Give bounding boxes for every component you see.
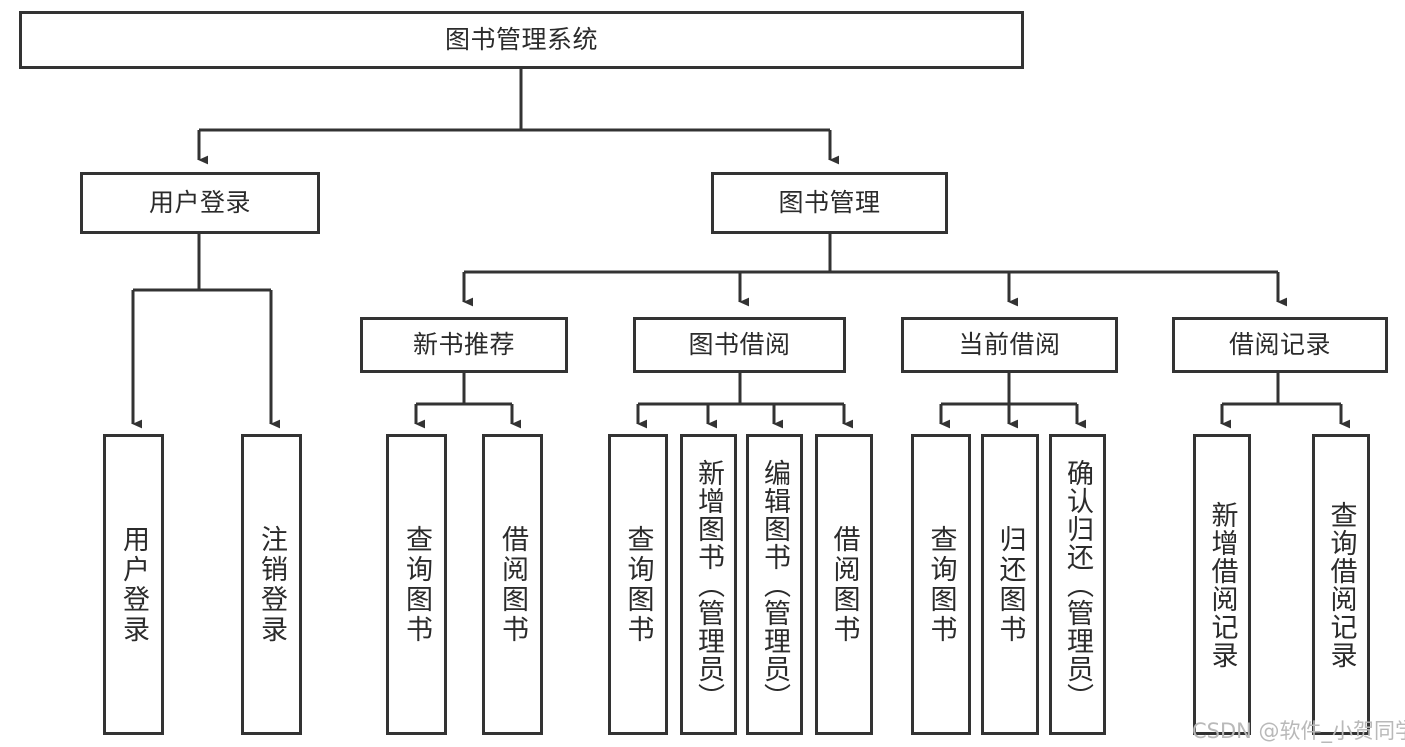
node-label: 当前借阅	[958, 330, 1061, 360]
node-label: 图书管理	[778, 188, 881, 218]
node-label: 查询借阅记录	[1325, 500, 1357, 669]
node-label: 编辑图书（管理员）	[759, 458, 790, 711]
leaf-borrow-borrow-books[interactable]: 借阅图书	[815, 434, 873, 735]
node-label: 借阅记录	[1228, 330, 1331, 360]
node-new-book-recommendation[interactable]: 新书推荐	[360, 317, 568, 373]
csdn-watermark: CSDN @软件_小贺同学	[1192, 719, 1405, 743]
leaf-borrow-edit-book-admin[interactable]: 编辑图书（管理员）	[746, 434, 803, 735]
leaf-records-query-record[interactable]: 查询借阅记录	[1312, 434, 1370, 735]
node-label: 查询图书	[925, 524, 957, 645]
node-label: 图书借阅	[688, 330, 791, 360]
node-label: 新增借阅记录	[1206, 500, 1238, 669]
leaf-user-login[interactable]: 用户登录	[103, 434, 164, 735]
leaf-new-book-query-books[interactable]: 查询图书	[386, 434, 447, 735]
node-label: 注销登录	[256, 524, 287, 645]
node-label: 用户登录	[148, 188, 251, 218]
leaf-logout[interactable]: 注销登录	[241, 434, 302, 735]
node-label: 用户登录	[118, 524, 149, 645]
leaf-new-book-borrow-books[interactable]: 借阅图书	[482, 434, 543, 735]
leaf-current-return-books[interactable]: 归还图书	[981, 434, 1039, 735]
node-user-login[interactable]: 用户登录	[80, 172, 320, 234]
node-label: 查询图书	[622, 524, 654, 645]
node-root-book-management-system[interactable]: 图书管理系统	[19, 11, 1024, 69]
node-label: 借阅图书	[497, 524, 528, 645]
node-book-borrowing[interactable]: 图书借阅	[633, 317, 846, 373]
node-label: 新书推荐	[412, 330, 515, 360]
leaf-current-query-books[interactable]: 查询图书	[911, 434, 971, 735]
node-label: 归还图书	[994, 524, 1026, 645]
node-book-management[interactable]: 图书管理	[711, 172, 948, 234]
leaf-records-add-record[interactable]: 新增借阅记录	[1193, 434, 1251, 735]
leaf-current-confirm-return-admin[interactable]: 确认归还（管理员）	[1049, 434, 1106, 735]
node-label: 查询图书	[401, 524, 432, 645]
leaf-borrow-add-book-admin[interactable]: 新增图书（管理员）	[680, 434, 737, 735]
leaf-borrow-query-books[interactable]: 查询图书	[608, 434, 668, 735]
node-label: 图书管理系统	[444, 25, 598, 55]
node-borrowing-records[interactable]: 借阅记录	[1172, 317, 1388, 373]
node-label: 确认归还（管理员）	[1062, 458, 1093, 711]
node-current-borrowing[interactable]: 当前借阅	[901, 317, 1118, 373]
node-label: 新增图书（管理员）	[693, 458, 724, 711]
node-label: 借阅图书	[828, 524, 860, 645]
